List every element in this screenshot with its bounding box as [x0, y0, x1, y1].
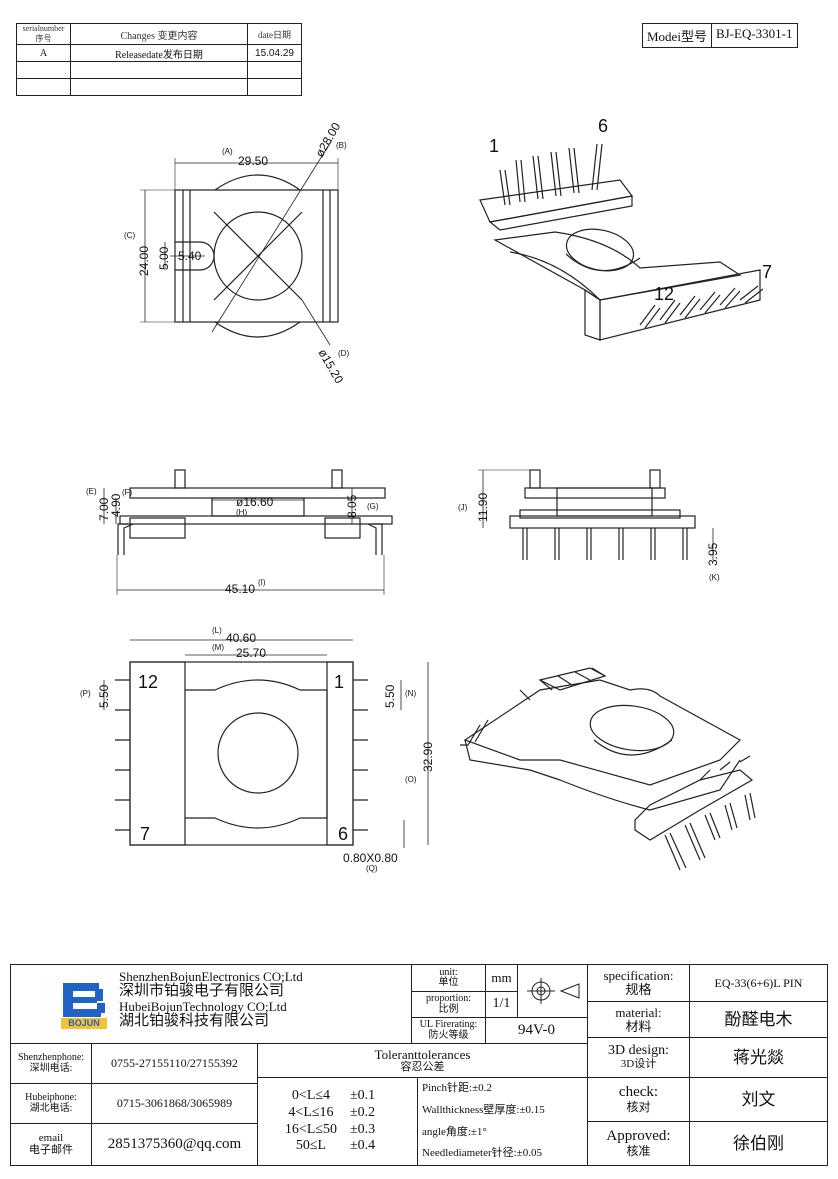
- dim-side-len: 45.10: [225, 582, 255, 596]
- logo-text: BOJUN: [68, 1018, 100, 1028]
- dim-top-inner: 5.40: [178, 249, 202, 263]
- approved-value: 徐伯刚: [689, 1121, 827, 1165]
- iso-pin-1: 1: [489, 136, 499, 156]
- dim-bottom-pitch-left: 5.50: [97, 684, 111, 708]
- projection-symbol: [517, 965, 587, 1017]
- model-box: Modei型号 BJ-EQ-3301-1: [642, 23, 798, 48]
- material-value: 酚醛电木: [689, 1001, 827, 1037]
- dim-label-e: (E): [86, 487, 97, 496]
- bottom-pin-1: 1: [334, 672, 344, 692]
- dim-label-q: (Q): [366, 864, 378, 873]
- contact-value-hubei: 0715-3061868/3065989: [91, 1083, 257, 1123]
- dim-side-h2: 4.90: [109, 493, 123, 517]
- technical-drawing: (A) 29.50 (B) ø28.00 (C) 24.00 5.00 5.40…: [80, 116, 772, 873]
- side-view: [103, 469, 393, 595]
- tolerance-notes: Pinch针距:±0.2 Wallthickness壁厚度:±0.15 angl…: [417, 1077, 587, 1165]
- title-block: BOJUN ShenzhenBojunElectronics CO;Ltd 深圳…: [10, 964, 828, 1166]
- company-cn-1: 深圳市铂骏电子有限公司: [119, 983, 285, 999]
- unit-label-cell: unit:单位: [411, 965, 485, 991]
- dim-side-h3: 8.05: [345, 494, 359, 518]
- proportion-label-cell: proportion:比例: [411, 991, 485, 1017]
- company-cn-2: 湖北铂骏科技有限公司: [119, 1013, 270, 1029]
- iso-pin-12: 12: [654, 284, 674, 304]
- dim-label-c: (C): [124, 231, 135, 240]
- contact-label-shenzhen: Shenzhenphone:深圳电话:: [11, 1043, 91, 1083]
- side-view-2: [478, 469, 714, 560]
- bottom-view: [103, 639, 429, 848]
- proportion-value: 1/1: [485, 991, 517, 1017]
- dim-label-f: (F): [122, 488, 133, 497]
- company-en-2: HubeiBojunTechnology CO;Ltd: [119, 999, 287, 1014]
- design-value: 蒋光燚: [689, 1037, 827, 1077]
- bottom-pin-7: 7: [140, 824, 150, 844]
- dim-bottom-pinsize: 0.80X0.80: [343, 851, 398, 865]
- bojun-logo: BOJUN: [61, 979, 107, 1029]
- revision-table: serialnumber序号 Changes 变更内容 date日期 A Rel…: [16, 23, 302, 96]
- dim-side2-pin: 3.95: [706, 542, 720, 566]
- dim-label-g: (G): [367, 502, 379, 511]
- dim-label-d: (D): [338, 349, 349, 358]
- dim-label-p: (P): [80, 689, 91, 698]
- dim-top-slot: 5.00: [157, 246, 171, 270]
- check-label-cell: check:核对: [587, 1077, 689, 1121]
- dim-top-height: 24.00: [137, 246, 151, 276]
- spec-value: EQ-33(6+6)L PIN: [689, 965, 827, 1001]
- dim-label-i: (I): [258, 578, 266, 587]
- dim-label-b: (B): [336, 141, 347, 150]
- contact-value-email: 2851375360@qq.com: [91, 1123, 257, 1165]
- contact-label-hubei: Hubeiphone:湖北电话:: [11, 1083, 91, 1123]
- dim-bottom-height: 32.90: [421, 742, 435, 772]
- contact-value-shenzhen: 0755-27155110/27155392: [91, 1043, 257, 1083]
- iso-pin-6: 6: [598, 116, 608, 136]
- company-names: ShenzhenBojunElectronics CO;Ltd 深圳市铂骏电子有…: [119, 969, 303, 1029]
- dim-label-m: (M): [212, 643, 224, 652]
- dim-label-a: (A): [222, 147, 233, 156]
- unit-value: mm: [485, 965, 517, 991]
- dim-side2-height: 11.90: [476, 493, 490, 522]
- dim-bottom-w2: 25.70: [236, 646, 266, 660]
- dim-label-j: (J): [458, 503, 468, 512]
- company-en-1: ShenzhenBojunElectronics CO;Ltd: [119, 969, 303, 984]
- dim-label-l: (L): [212, 626, 222, 635]
- model-label: Modei型号: [643, 24, 712, 47]
- top-view: [140, 139, 339, 346]
- approved-label-cell: Approved:核准: [587, 1121, 689, 1165]
- check-value: 刘文: [689, 1077, 827, 1121]
- dim-side-dia: ø16.60: [236, 495, 274, 509]
- tolerance-table: 0<L≤4±0.1 4<L≤16±0.2 16<L≤50±0.3 50≤L±0.…: [257, 1077, 417, 1165]
- material-label-cell: material:材料: [587, 1001, 689, 1037]
- dim-label-h: (H): [236, 508, 247, 517]
- spec-label-cell: specification:规格: [587, 965, 689, 1001]
- dim-bottom-pitch-right: 5.50: [383, 684, 397, 708]
- bottom-pin-6: 6: [338, 824, 348, 844]
- dim-side-h1: 7.00: [97, 497, 111, 521]
- design-label-cell: 3D design:3D设计: [587, 1037, 689, 1077]
- bottom-pin-12: 12: [138, 672, 158, 692]
- iso-view-bottom: [460, 667, 756, 871]
- model-value: BJ-EQ-3301-1: [715, 26, 793, 41]
- dim-label-k: (K): [709, 573, 720, 582]
- iso-pin-7: 7: [762, 262, 772, 282]
- ul-value: 94V-0: [485, 1017, 587, 1043]
- dim-top-width: 29.50: [238, 154, 268, 168]
- dim-top-outer-dia: ø28.00: [312, 120, 343, 160]
- dim-label-n: (N): [405, 689, 416, 698]
- dim-bottom-w1: 40.60: [226, 631, 256, 645]
- ul-label-cell: UL Firerating:防火等级: [411, 1017, 485, 1043]
- dim-label-o: (O): [405, 775, 417, 784]
- iso-view-top: [479, 143, 764, 341]
